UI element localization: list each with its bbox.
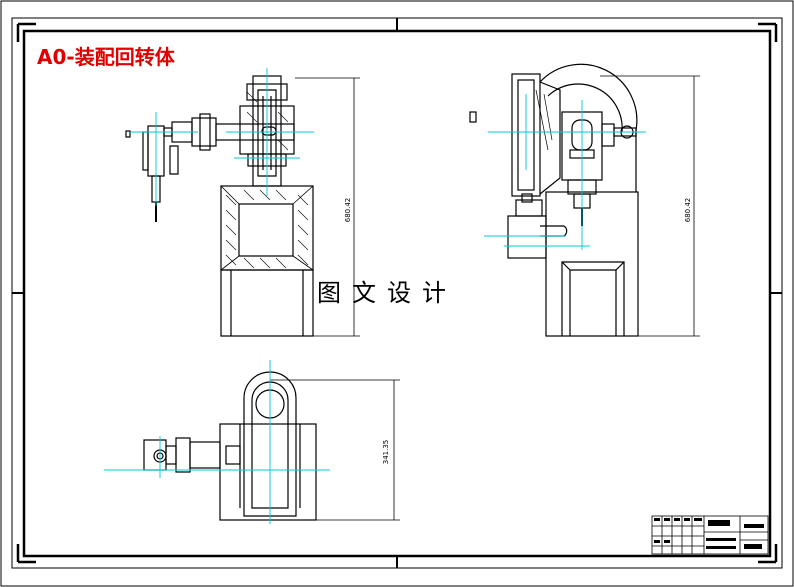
front-view — [125, 75, 360, 337]
front-view-dimension-label: 680.42 — [344, 198, 352, 223]
side-view — [469, 63, 700, 337]
title-block — [651, 515, 769, 555]
drawing-title: A0-装配回转体 — [37, 45, 175, 69]
top-view — [143, 371, 400, 521]
side-view-centerlines — [484, 94, 646, 250]
watermark-text: 图文设计 — [317, 279, 457, 307]
front-view-centerlines — [130, 68, 314, 206]
top-view-dimension-label: 341.35 — [382, 440, 390, 465]
top-view-centerlines — [104, 360, 330, 524]
side-view-dimension-label: 680.42 — [684, 198, 692, 223]
